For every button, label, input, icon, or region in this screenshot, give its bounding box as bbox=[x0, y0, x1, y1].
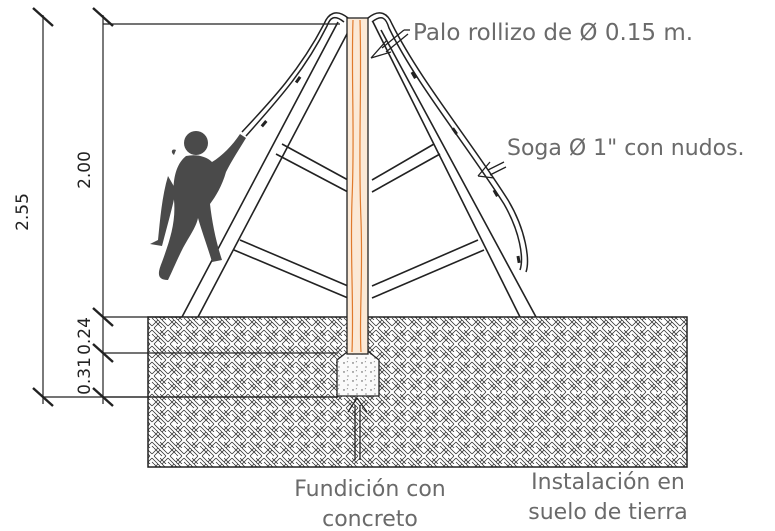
dimension-total: 2.55 bbox=[13, 193, 33, 231]
label-foundation-line2: concreto bbox=[322, 507, 418, 531]
label-arrows bbox=[347, 29, 507, 460]
dimension-buried-lower: 0.31 bbox=[75, 357, 95, 395]
climber-silhouette bbox=[150, 131, 246, 280]
label-foundation-line1: Fundición con bbox=[294, 477, 446, 502]
climbing-rope bbox=[241, 12, 529, 273]
label-installation-line2: suelo de tierra bbox=[528, 500, 687, 525]
a-frame-structure bbox=[181, 21, 537, 318]
label-pole: Palo rollizo de Ø 0.15 m. bbox=[413, 20, 693, 46]
central-pole bbox=[346, 17, 369, 355]
concrete-footing bbox=[336, 351, 380, 397]
label-rope: Soga Ø 1" con nudos. bbox=[507, 136, 745, 161]
label-installation-line1: Instalación en bbox=[531, 470, 685, 495]
dimension-buried-upper: 0.24 bbox=[75, 317, 95, 355]
dimension-above-ground: 2.00 bbox=[75, 151, 95, 189]
dimension-lines bbox=[32, 7, 340, 407]
ground-block bbox=[147, 316, 688, 468]
